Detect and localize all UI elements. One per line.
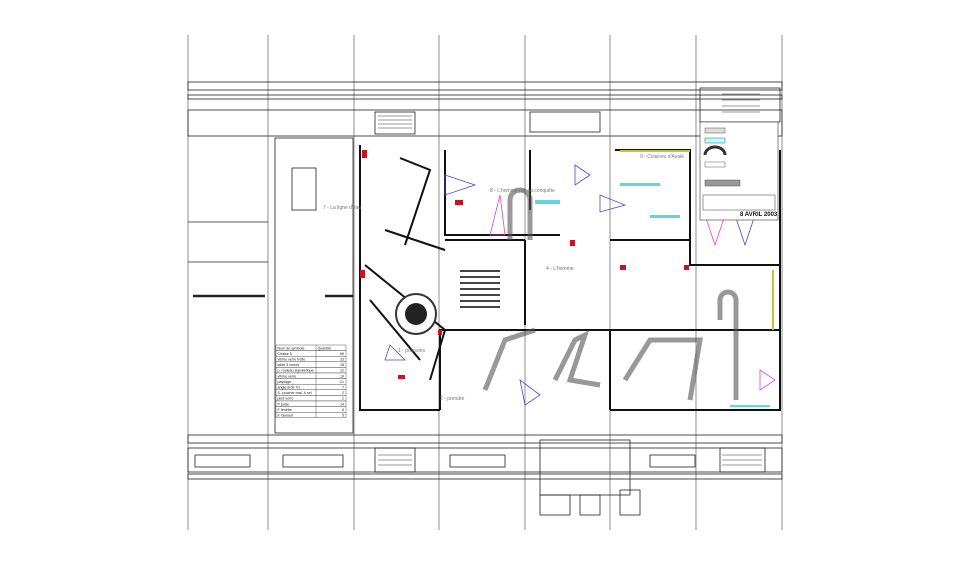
yellow-wall-east <box>772 270 774 330</box>
symbol-name-cell: F fenêtre <box>278 408 292 412</box>
table-row <box>275 412 347 419</box>
symbol-name-cell: Nom de symbole <box>278 346 305 350</box>
red-markers <box>360 150 689 379</box>
building-shell <box>187 81 783 516</box>
zone-label-4: 4 - L'homme <box>546 266 574 272</box>
quantity-cell: 66 <box>340 352 344 356</box>
quantity-cell: 33 <box>340 358 344 362</box>
zone-label-9: 9 - Cuisines d'Avalé <box>640 154 684 160</box>
symbol-name-cell: S. coucher mat. & sel <box>278 391 312 395</box>
quantity-cell: 8 <box>342 408 344 412</box>
symbol-name-cell: vitrine verre trèfle <box>278 358 306 362</box>
quantity-cell: Quantité <box>318 346 332 350</box>
zone-label-2: 2 - prendre <box>440 396 465 402</box>
legend-panel: 8 AVRIL 2003 <box>699 121 779 221</box>
zone-label-1: 1 - poissons <box>398 348 425 354</box>
cyan-panels <box>535 183 770 407</box>
central-rotunda <box>395 293 437 335</box>
sight-triangles <box>384 164 776 406</box>
quantity-cell: 5 <box>342 414 344 418</box>
quantity-cell: 21 <box>340 380 344 384</box>
quantity-cell: 7 <box>342 386 344 390</box>
quantity-cell: 14 <box>340 402 344 406</box>
symbol-name-cell: P porte <box>278 402 290 406</box>
symbol-name-cell: pied verre <box>278 397 294 401</box>
quantity-cell: 2 <box>342 391 344 395</box>
yellow-wall <box>620 150 690 152</box>
symbol-name-cell: Chaise S <box>278 352 293 356</box>
curved-panels <box>482 187 739 401</box>
symbol-name-cell: paysage <box>278 380 292 384</box>
symbol-name-cell: angle droit 7/1 <box>278 386 301 390</box>
quantity-cell: 1 <box>342 397 344 401</box>
stairs <box>378 93 762 466</box>
symbol-name-cell: vitrine verre <box>278 374 297 378</box>
symbol-name-cell: F. fauteuil <box>278 414 294 418</box>
quantity-cell: 18 <box>340 363 344 367</box>
quantity-cell: 12 <box>340 369 344 373</box>
zone-label-7: 7 - La ligne d'eau <box>323 205 361 211</box>
zone-label-8: 8 - L'homme par sa conquête <box>490 188 555 194</box>
auditorium-seats <box>460 270 500 308</box>
symbol-name-cell: table 3 verres <box>278 363 300 367</box>
plan-date: 8 AVRIL 2003 <box>740 212 778 218</box>
exhibition-walls <box>359 145 781 411</box>
quantity-cell: 10 <box>340 374 344 378</box>
symbol-name-cell: p. rouleau signalétique <box>278 369 314 373</box>
